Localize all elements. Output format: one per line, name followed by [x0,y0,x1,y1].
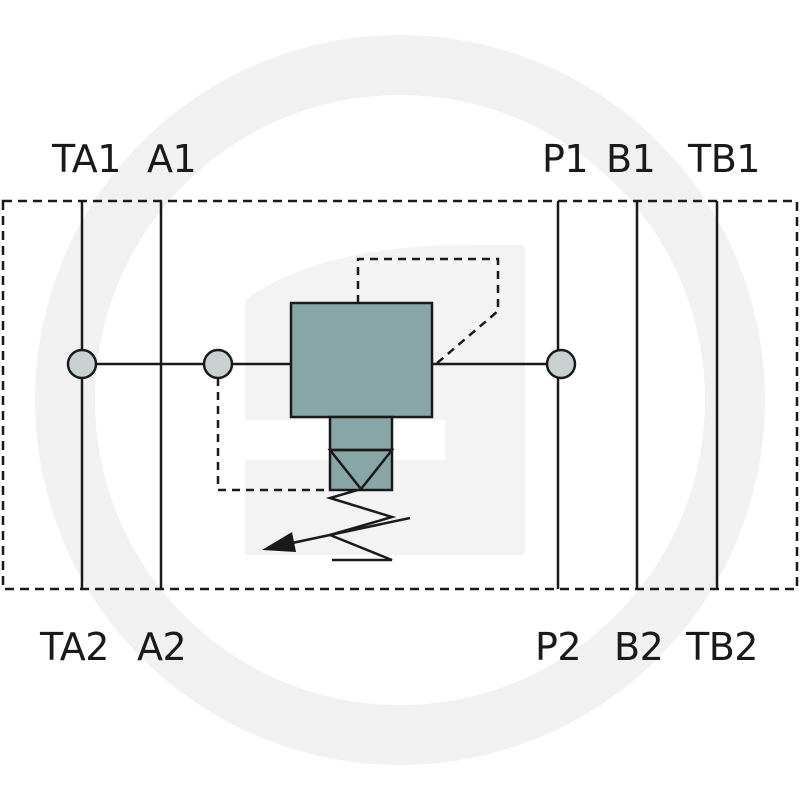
top-port-labels: TA1 A1 P1 B1 TB1 [51,137,760,181]
port-lines [80,201,719,589]
label-a1: A1 [147,137,196,181]
label-p2: P2 [535,625,581,669]
pilot-line-bottom [216,364,330,492]
pilot-lines [216,257,500,492]
junction-dots [66,348,577,380]
label-tb2: TB2 [685,625,758,669]
label-ta1: TA1 [51,137,121,181]
valve-body [289,301,434,419]
valve-lower-section [328,415,394,492]
valve-block-outline [1,199,799,591]
label-p1: P1 [542,137,588,181]
label-a2: A2 [137,625,186,669]
junction-dot-ta [66,348,98,380]
pilot-line-top [356,257,500,365]
bottom-port-labels: TA2 A2 P2 B2 TB2 [39,625,758,669]
label-b1: B1 [606,137,655,181]
junction-dot-p [545,348,577,380]
label-ta2: TA2 [39,625,109,669]
junction-dot-pilot [202,348,234,380]
check-triangle-icon [327,448,395,492]
adjustable-arrow-icon [262,516,411,552]
label-b2: B2 [614,625,663,669]
label-tb1: TB1 [687,137,760,181]
